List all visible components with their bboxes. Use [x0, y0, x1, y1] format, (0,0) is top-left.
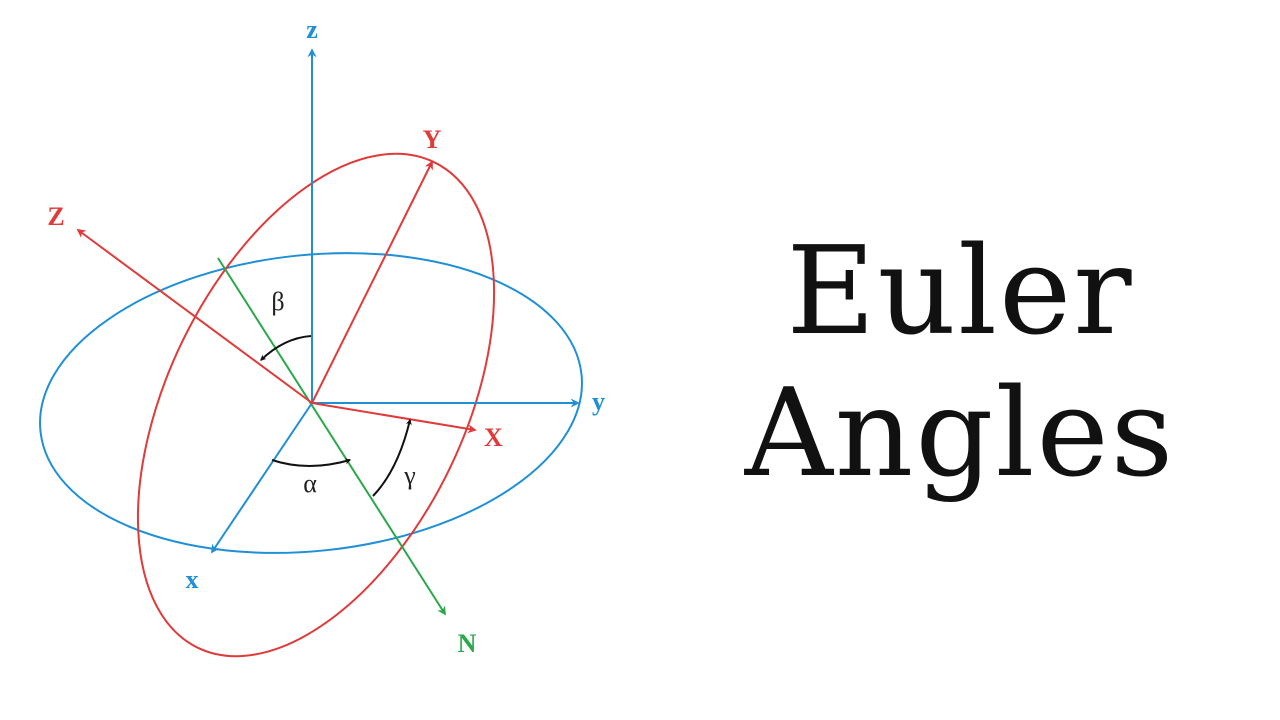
fixed-plane-ellipse	[39, 252, 583, 554]
node-N-label: N	[458, 629, 477, 658]
line-of-nodes	[217, 257, 446, 616]
gamma-arc	[372, 418, 412, 497]
fixed-z-label: z	[306, 15, 318, 44]
fixed-x-label: x	[186, 565, 199, 594]
title-line-2: Angles	[744, 362, 1176, 504]
rotated-plane-ellipse	[136, 152, 496, 658]
euler-angles-diagram: z y x Z Y X N β α γ	[39, 15, 605, 658]
beta-arc	[260, 335, 312, 361]
rotated-Z-axis	[76, 228, 313, 404]
fixed-x-axis	[210, 402, 313, 554]
rotated-Y-axis	[311, 160, 433, 404]
rotated-X-label: X	[484, 423, 503, 452]
rotated-X-axis	[311, 402, 477, 434]
rotated-Y-label: Y	[423, 125, 442, 154]
title: Euler Angles	[660, 220, 1260, 504]
alpha-arc	[271, 458, 352, 467]
rotated-Z-label: Z	[47, 202, 64, 231]
beta-label: β	[271, 287, 284, 316]
alpha-label: α	[303, 469, 317, 498]
title-line-1: Euler	[786, 220, 1134, 362]
fixed-y-label: y	[592, 387, 605, 416]
gamma-label: γ	[403, 461, 416, 490]
